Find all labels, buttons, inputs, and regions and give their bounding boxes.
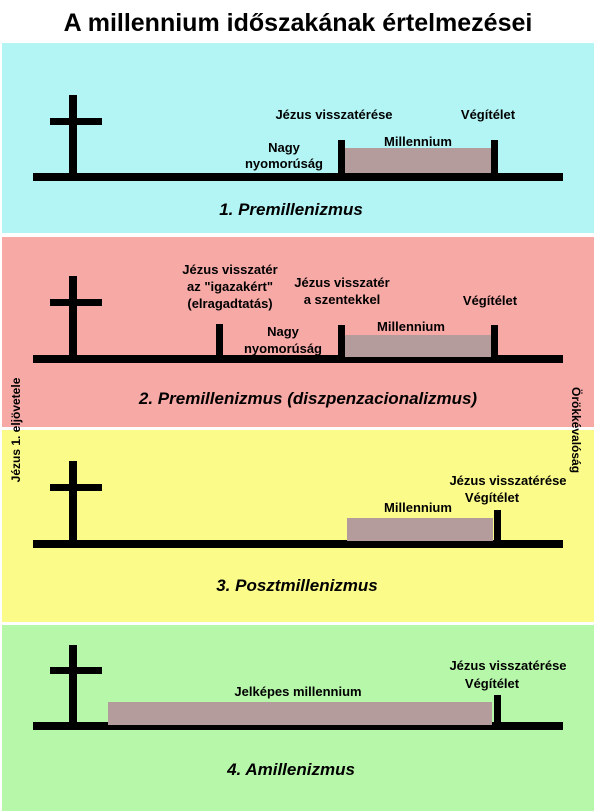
jesus-return-marker: [338, 325, 345, 359]
rapture-label-line3: (elragadtatás): [187, 296, 272, 311]
timeline-line: [33, 355, 563, 363]
timeline-line: [33, 173, 563, 181]
return-judgement-marker: [494, 510, 501, 545]
judgement-label: Végítélet: [465, 490, 520, 505]
cross-icon: [50, 461, 102, 545]
millennium-bar: [345, 148, 492, 173]
first-coming-label: Jézus 1. eljövetele: [9, 377, 23, 482]
eternity-label: Örökkévalóság: [569, 387, 584, 473]
tribulation-label-line2: nyomorúság: [244, 341, 322, 356]
cross-icon: [50, 276, 102, 360]
timeline-line: [33, 540, 563, 548]
jesus-return-label: Jézus visszatérése: [449, 473, 566, 488]
jesus-return-label: Jézus visszatérése: [275, 107, 392, 122]
return-with-saints-label-line1: Jézus visszatér: [294, 275, 389, 290]
millennium-bar: [345, 335, 492, 357]
judgement-label: Végítélet: [463, 293, 518, 308]
jesus-return-label: Jézus visszatérése: [449, 658, 566, 673]
panel-caption: 1. Premillenizmus: [219, 200, 363, 219]
panel-amillennialism: Jézus visszatérése Végítélet Jelképes mi…: [33, 645, 567, 779]
rapture-label-line2: az "igazakért": [187, 279, 273, 294]
millennium-label: Millennium: [384, 500, 452, 515]
cross-icon: [50, 95, 102, 178]
return-with-saints-label-line2: a szentekkel: [304, 292, 381, 307]
return-judgement-marker: [494, 695, 501, 727]
panel-dispensationalism: Jézus visszatér az "igazakért" (elragadt…: [33, 262, 563, 408]
page-title: A millennium időszakának értelmezései: [64, 9, 533, 37]
cross-icon: [50, 645, 102, 727]
millennium-bar: [347, 518, 493, 541]
jesus-return-marker: [338, 140, 345, 177]
panel-premillennialism-bg: [2, 43, 594, 233]
millennium-label: Jelképes millennium: [234, 684, 361, 699]
millennium-label: Millennium: [377, 319, 445, 334]
panel-premillennialism: Jézus visszatérése Végítélet Millennium …: [33, 95, 563, 219]
tribulation-label-line2: nyomorúság: [245, 156, 323, 171]
rapture-label-line1: Jézus visszatér: [182, 262, 277, 277]
judgement-marker: [491, 325, 498, 359]
judgement-label: Végítélet: [465, 676, 520, 691]
symbolic-millennium-bar: [108, 702, 492, 725]
judgement-marker: [491, 140, 498, 177]
panel-caption: 2. Premillenizmus (diszpenzacionalizmus): [138, 389, 478, 408]
tribulation-label-line1: Nagy: [268, 140, 301, 155]
millennium-label: Millennium: [384, 134, 452, 149]
rapture-marker: [216, 324, 223, 358]
panel-postmillennialism: Jézus visszatérése Végítélet Millennium …: [33, 461, 567, 595]
panel-caption: 3. Posztmillenizmus: [216, 576, 378, 595]
tribulation-label-line1: Nagy: [267, 324, 300, 339]
timeline-line: [33, 722, 563, 730]
judgement-label: Végítélet: [461, 107, 516, 122]
panel-caption: 4. Amillenizmus: [226, 760, 355, 779]
